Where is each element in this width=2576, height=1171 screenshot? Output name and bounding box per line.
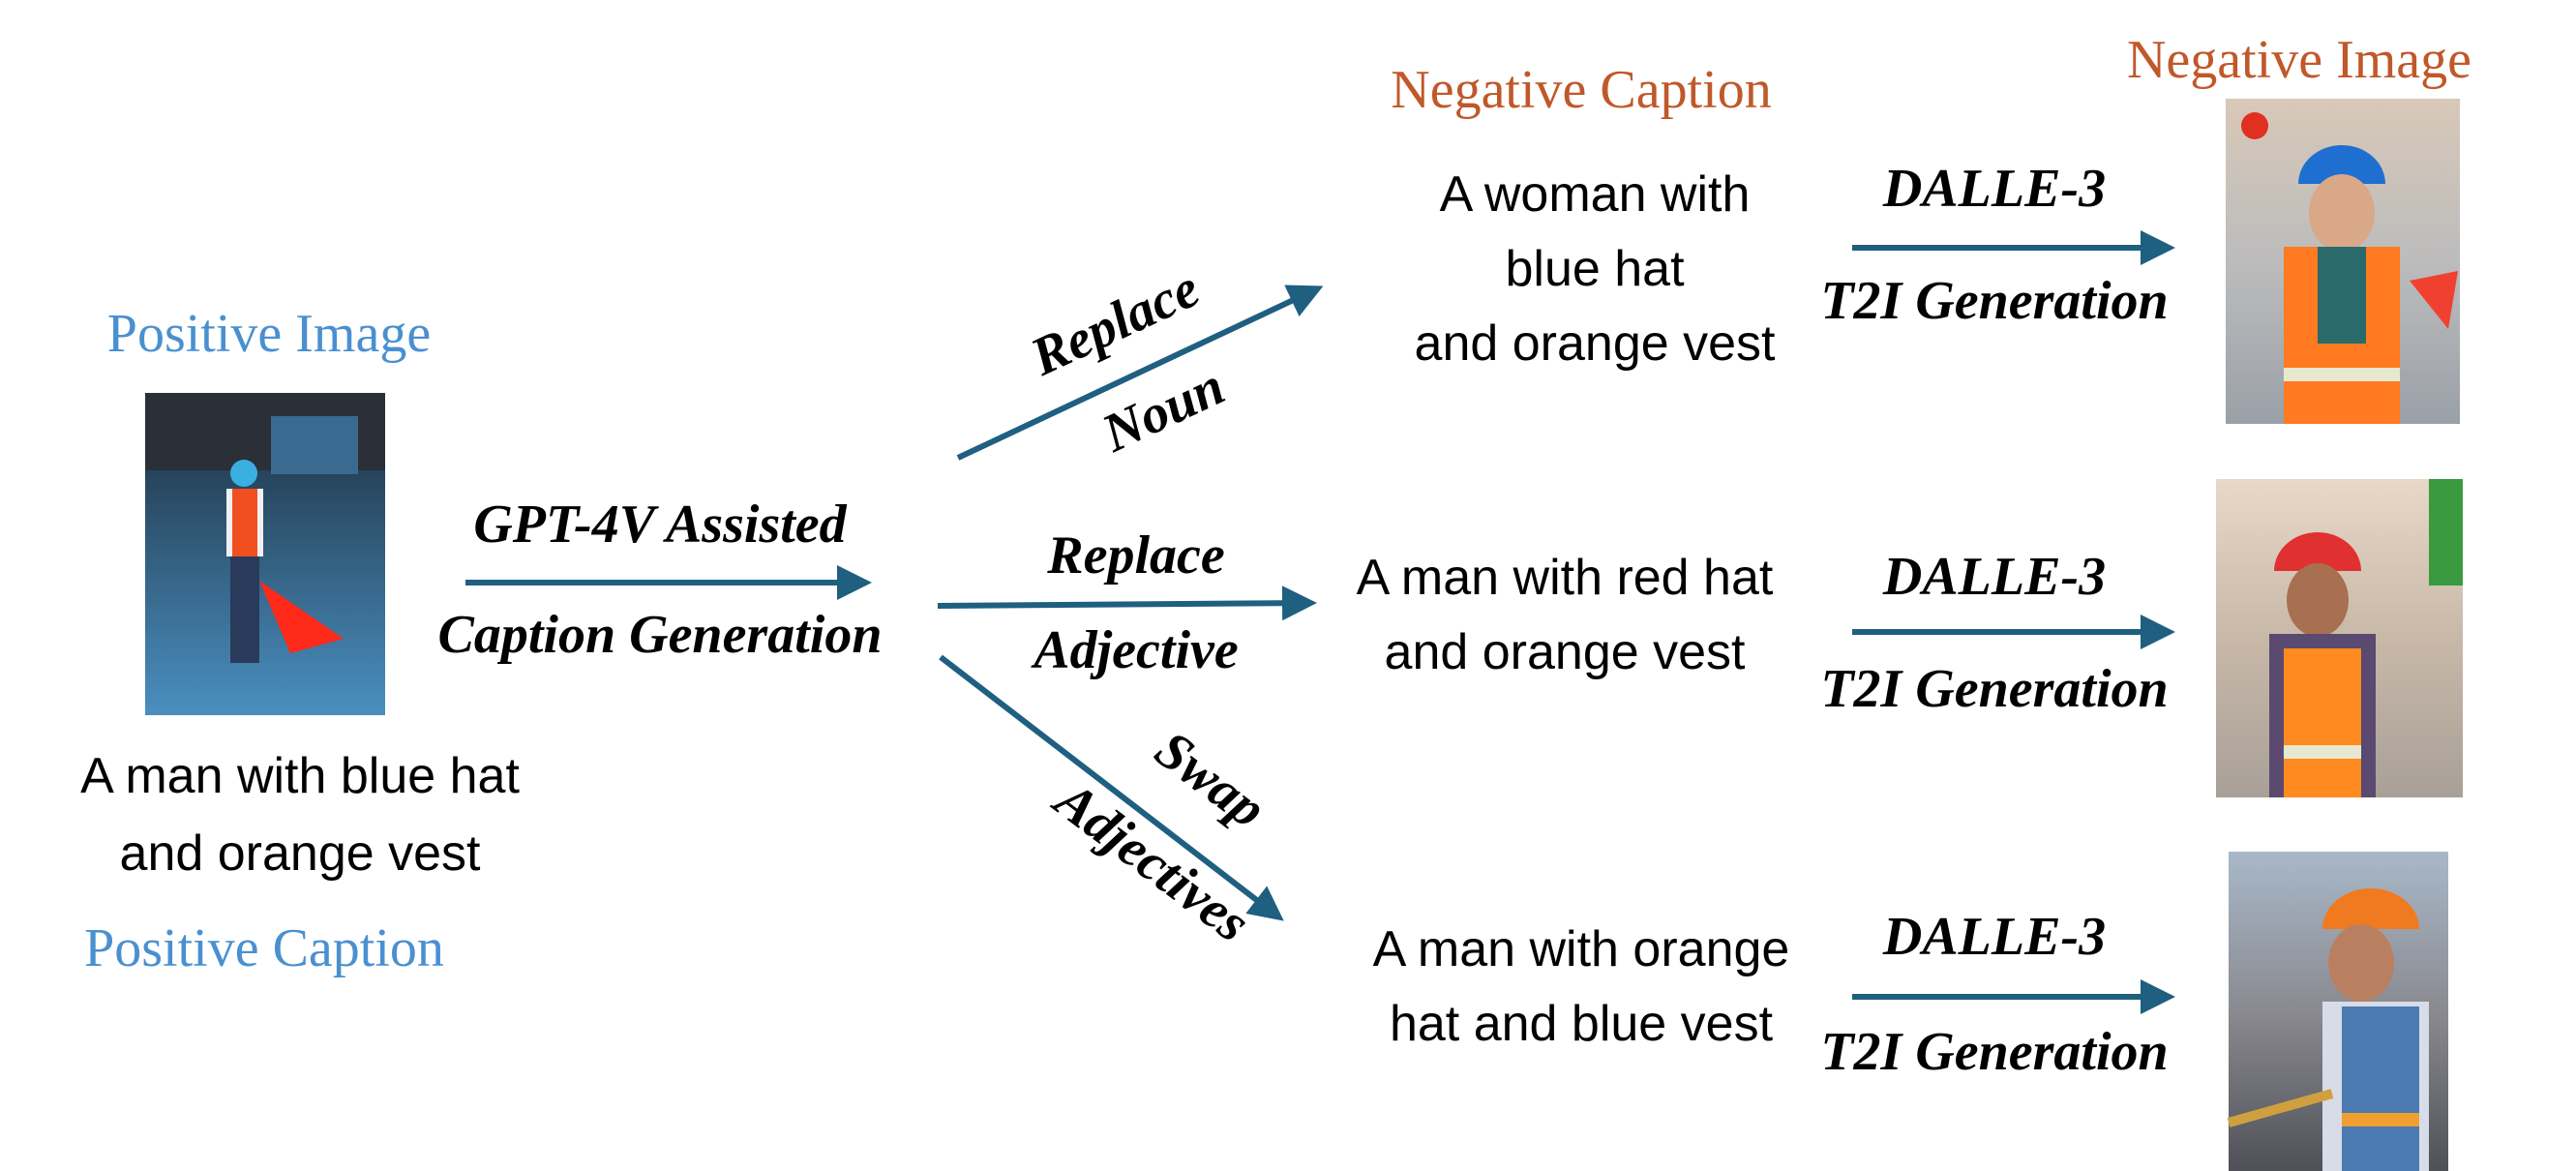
generation-label-line1: GPT-4V Assisted xyxy=(473,495,847,555)
negative-image-man-orange-hat xyxy=(2227,852,2448,1171)
negative-caption-line: A woman with xyxy=(1440,166,1751,223)
negative-image-woman-blue-hat xyxy=(2226,99,2460,424)
t2i-model-label: DALLE-3 xyxy=(1882,907,2106,967)
op-label-replace-adjective-1: Replace xyxy=(1046,525,1224,586)
branch-arrow-replace-noun xyxy=(956,285,1324,461)
negative-image-man-red-hat xyxy=(2216,479,2463,797)
negative-caption-line: blue hat xyxy=(1505,241,1685,297)
t2i-step-label: T2I Generation xyxy=(1820,659,2168,719)
positive-caption-line: A man with blue hat xyxy=(80,748,520,804)
positive-caption-line: and orange vest xyxy=(120,826,481,882)
negative-caption-title: Negative Caption xyxy=(1391,60,1771,120)
t2i-step-label: T2I Generation xyxy=(1820,271,2168,331)
branch-arrow-swap-adjectives xyxy=(939,654,1284,921)
generation-label-line2: Caption Generation xyxy=(438,605,883,665)
negative-caption-line: and orange vest xyxy=(1415,315,1776,372)
t2i-step-label: T2I Generation xyxy=(1820,1022,2168,1082)
positive-image xyxy=(145,393,385,715)
op-label-swap-1: Swap xyxy=(1144,719,1276,839)
negative-image-title: Negative Image xyxy=(2127,30,2471,90)
negative-caption-line: and orange vest xyxy=(1385,624,1746,680)
negative-caption-line: A man with orange xyxy=(1373,921,1790,977)
negative-caption-line: A man with red hat xyxy=(1357,550,1774,606)
op-label-replace-noun-2: Noun xyxy=(1093,356,1234,465)
branch-arrow-replace-adjective xyxy=(937,586,1317,621)
negative-caption-line: hat and blue vest xyxy=(1390,996,1774,1052)
op-label-replace-adjective-2: Adjective xyxy=(1031,620,1238,680)
t2i-model-label: DALLE-3 xyxy=(1882,547,2106,607)
t2i-model-label: DALLE-3 xyxy=(1882,159,2106,219)
positive-image-title: Positive Image xyxy=(107,304,431,364)
positive-caption-title: Positive Caption xyxy=(84,918,444,978)
